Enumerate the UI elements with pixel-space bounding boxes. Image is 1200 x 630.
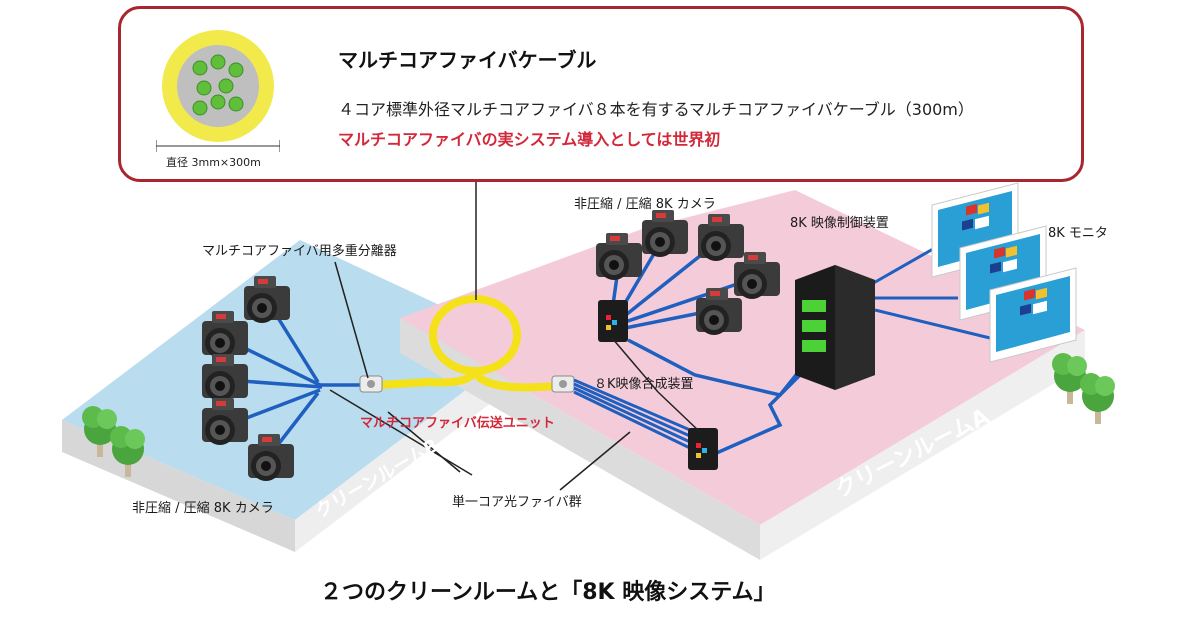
fiber-coil-icon (379, 295, 556, 392)
label-transmission-unit: マルチコアファイバ伝送ユニット (360, 416, 555, 431)
label-camera-b: 非圧縮 / 圧縮 8K カメラ (132, 501, 274, 516)
video-synth-box-2 (688, 428, 718, 470)
leader-lines (329, 182, 701, 491)
label-controller: 8K 映像制御装置 (790, 216, 889, 231)
server-rack-icon (795, 265, 875, 390)
single-core-fiber-bundle (573, 378, 691, 450)
label-mux: マルチコアファイバ用多重分離器 (202, 244, 397, 259)
callout-title: マルチコアファイバケーブル (338, 48, 597, 72)
mcf-transmission-unit-a (551, 375, 575, 393)
label-monitor: 8K モニタ (1048, 226, 1108, 241)
figure-caption: ２つのクリーンルームと「8K 映像システム」 (320, 580, 776, 605)
label-single-core: 単一コア光ファイバ群 (452, 495, 582, 510)
monitor-cables (869, 243, 991, 340)
callout-description: ４コア標準外径マルチコアファイバ８本を有するマルチコアファイバケーブル（300m… (338, 100, 974, 119)
label-synth: ８K映像合成装置 (594, 377, 694, 392)
cleanroom-a-platform (400, 190, 1085, 560)
cable-dimension: 直径 3mm×300m (166, 156, 261, 169)
video-synth-box-1 (598, 300, 628, 342)
cable-cross-section-icon (156, 30, 280, 152)
tree-icon (1080, 373, 1115, 424)
label-camera-a: 非圧縮 / 圧縮 8K カメラ (574, 197, 716, 212)
camera-icon (642, 210, 688, 257)
callout-highlight: マルチコアファイバの実システム導入としては世界初 (338, 130, 721, 149)
mcf-transmission-unit-b (359, 375, 383, 393)
callout-box (118, 6, 1084, 182)
